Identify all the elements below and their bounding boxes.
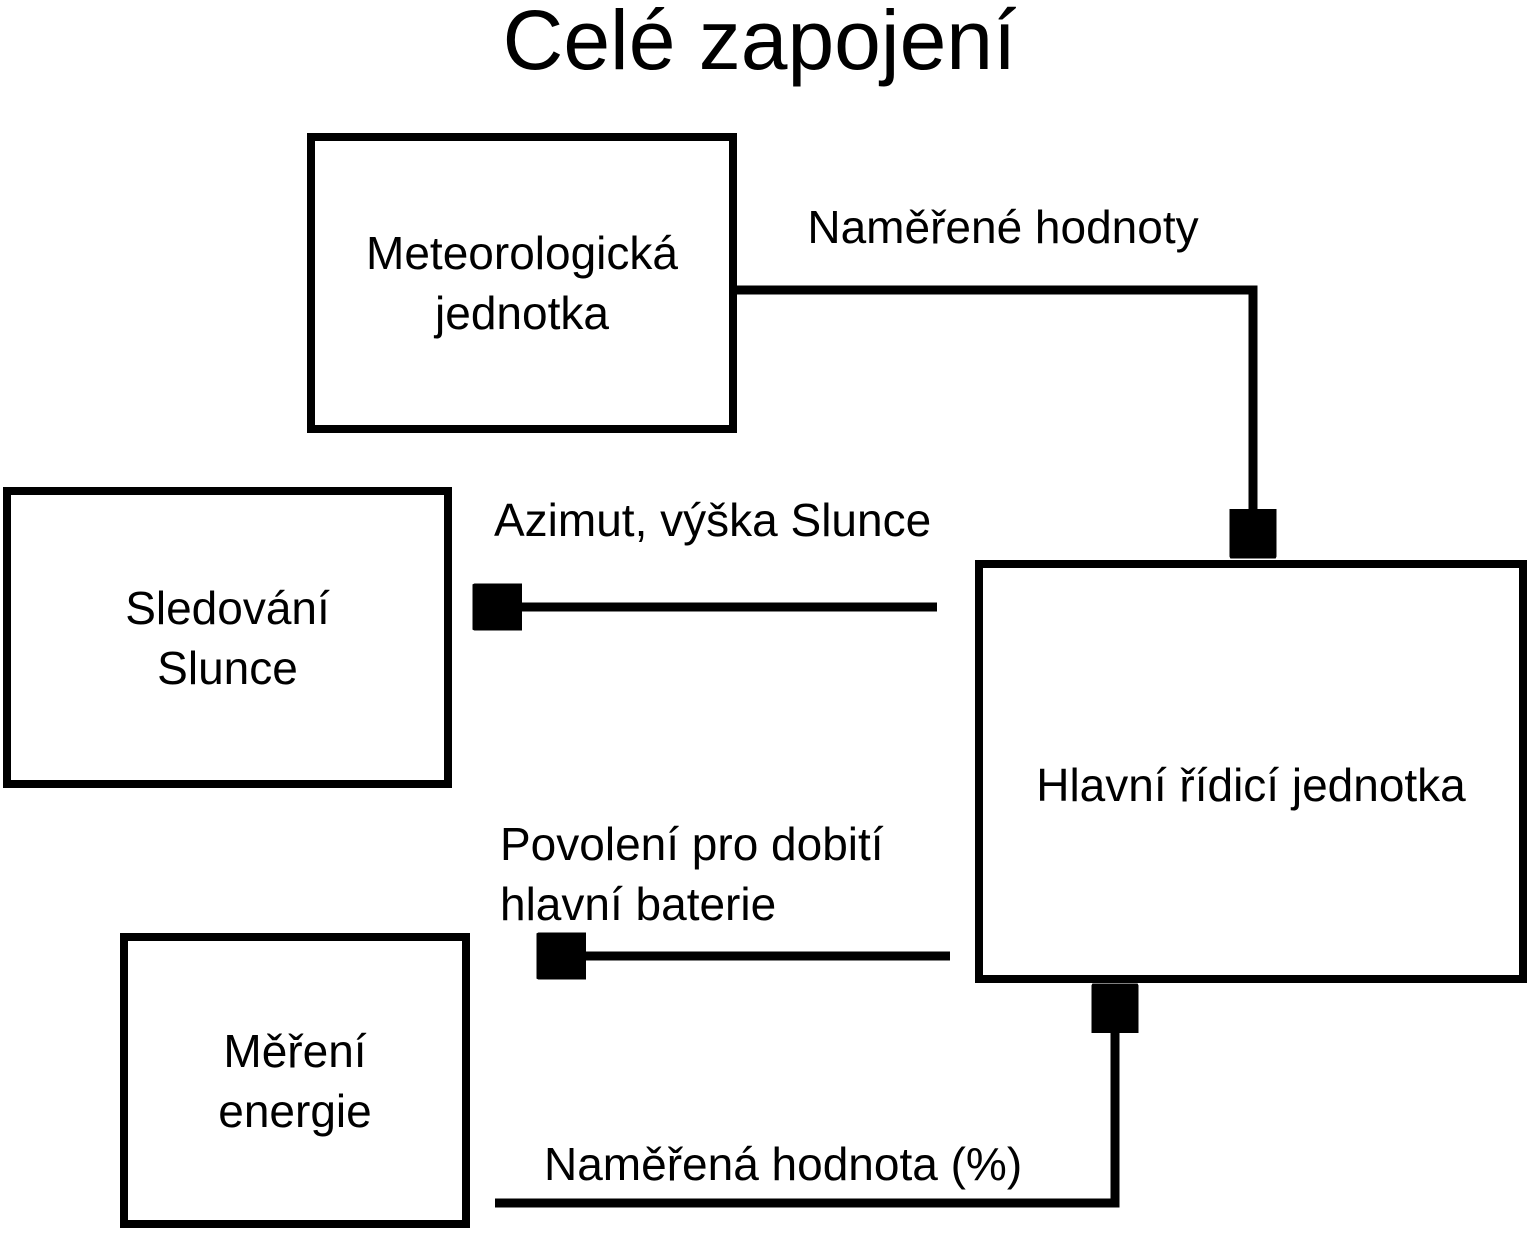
node-label-line: Měření	[223, 1024, 367, 1077]
node-sun-tracking: Sledování Slunce	[3, 487, 452, 788]
edge-label-sun-position: Azimut, výška Slunce	[494, 494, 932, 546]
node-label-line: Meteorologická	[366, 227, 678, 279]
edge-label-line: hlavní baterie	[500, 878, 777, 930]
edge-label-charge-permission: Povolení pro dobití hlavní baterie	[500, 814, 884, 934]
node-label-line: energie	[218, 1084, 372, 1137]
node-energy-measurement: Měření energie	[120, 933, 470, 1228]
diagram-title: Celé zapojení	[502, 0, 1017, 87]
arrow-measured-values	[737, 285, 1253, 557]
node-label-line: Slunce	[157, 641, 298, 694]
node-label-line: Sledování	[125, 581, 330, 634]
arrow-measured-percent	[495, 985, 1115, 1208]
node-label-line: jednotka	[435, 287, 609, 339]
node-label-line: Hlavní řídicí jednotka	[1036, 758, 1466, 811]
edge-label-line: Povolení pro dobití	[500, 818, 884, 870]
edge-label-measured-percent: Naměřená hodnota (%)	[544, 1138, 1023, 1190]
node-meteorological-unit: Meteorologická jednotka	[307, 133, 737, 433]
edge-label-measured-values: Naměřené hodnoty	[807, 201, 1199, 253]
node-main-control-unit: Hlavní řídicí jednotka	[975, 560, 1527, 983]
